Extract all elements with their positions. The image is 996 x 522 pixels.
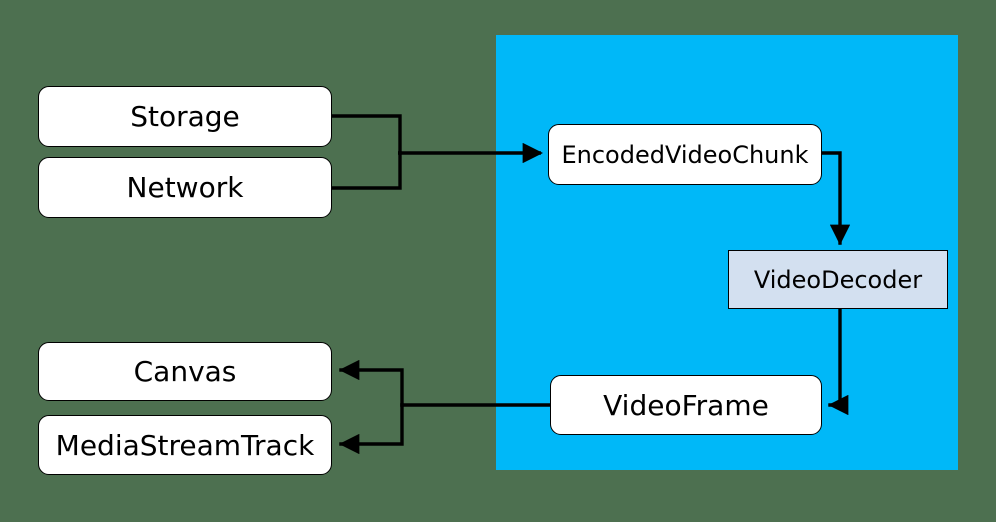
node-mediastreamtrack[interactable]: MediaStreamTrack xyxy=(38,415,332,475)
edge-storage-to-encodedvideochunk xyxy=(330,114,402,155)
node-storage-label: Storage xyxy=(130,100,240,133)
edge-videoframe-to-mediastreamtrack xyxy=(338,403,404,455)
edge-videodecoder-to-videoframe xyxy=(827,307,849,416)
node-network[interactable]: Network xyxy=(38,157,332,218)
node-network-label: Network xyxy=(126,171,244,204)
node-encodedvideochunk[interactable]: EncodedVideoChunk xyxy=(548,124,822,185)
node-videodecoder[interactable]: VideoDecoder xyxy=(728,250,948,309)
edge-videoframe-to-canvas xyxy=(338,359,404,407)
node-storage[interactable]: Storage xyxy=(38,86,332,147)
node-encodedvideochunk-label: EncodedVideoChunk xyxy=(561,140,809,169)
node-videoframe[interactable]: VideoFrame xyxy=(550,375,822,435)
node-videoframe-label: VideoFrame xyxy=(603,388,769,422)
edge-encodedvideochunk-to-videodecoder xyxy=(820,151,851,246)
node-canvas-label: Canvas xyxy=(133,355,237,388)
node-mediastreamtrack-label: MediaStreamTrack xyxy=(55,428,315,462)
node-videodecoder-label: VideoDecoder xyxy=(753,265,923,294)
edge-network-to-encodedvideochunk xyxy=(330,151,402,190)
node-canvas[interactable]: Canvas xyxy=(38,342,332,401)
